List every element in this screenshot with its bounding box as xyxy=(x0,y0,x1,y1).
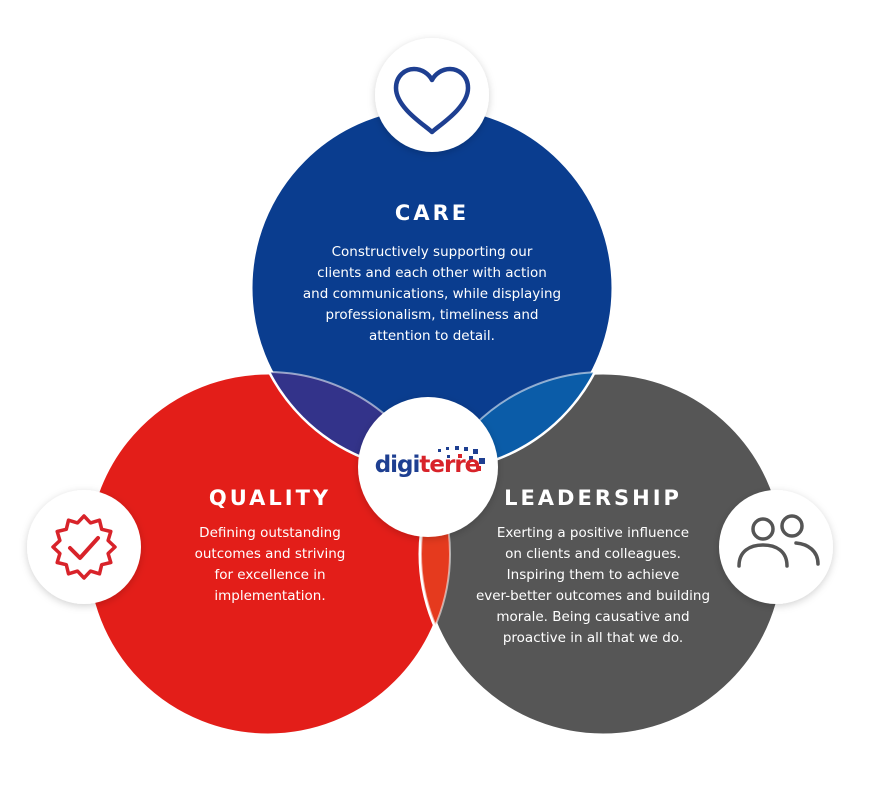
logo-pixel-6 xyxy=(458,454,462,458)
quality-text: QUALITY Defining outstanding outcomes an… xyxy=(150,485,390,607)
leadership-description: Exerting a positive influence on clients… xyxy=(475,525,711,646)
logo-pixel-4 xyxy=(473,449,478,454)
care-description: Constructively supporting our clients an… xyxy=(302,244,562,344)
quality-title: QUALITY xyxy=(208,486,332,510)
check-icon xyxy=(68,536,100,560)
logo-pixel-mark xyxy=(438,446,485,471)
quality-description: Defining outstanding outcomes and strivi… xyxy=(194,525,346,604)
logo: digiterre xyxy=(352,452,502,478)
logo-text-terre: terre xyxy=(419,452,480,478)
care-title: CARE xyxy=(394,201,470,225)
quality-icon-badge xyxy=(27,490,141,604)
logo-pixel-3 xyxy=(464,447,468,451)
care-text: CARE Constructively supporting our clien… xyxy=(266,200,598,347)
badge-check-icon xyxy=(51,514,117,580)
logo-pixel-7 xyxy=(469,456,473,460)
leadership-icon-badge xyxy=(719,490,833,604)
logo-pixel-1 xyxy=(446,447,449,450)
logo-pixel-5 xyxy=(447,455,450,458)
logo-text-digi: digi xyxy=(374,452,421,478)
logo-pixel-9 xyxy=(476,466,481,471)
heart-icon xyxy=(393,66,471,135)
people-icon xyxy=(737,514,820,568)
leadership-title: LEADERSHIP xyxy=(504,486,682,510)
logo-pixel-2 xyxy=(455,446,459,450)
logo-pixel-8 xyxy=(479,458,485,464)
logo-badge xyxy=(358,397,498,537)
logo-pixel-0 xyxy=(438,449,441,452)
leadership-text: LEADERSHIP Exerting a positive influence… xyxy=(462,485,724,649)
care-icon-badge xyxy=(375,38,489,152)
